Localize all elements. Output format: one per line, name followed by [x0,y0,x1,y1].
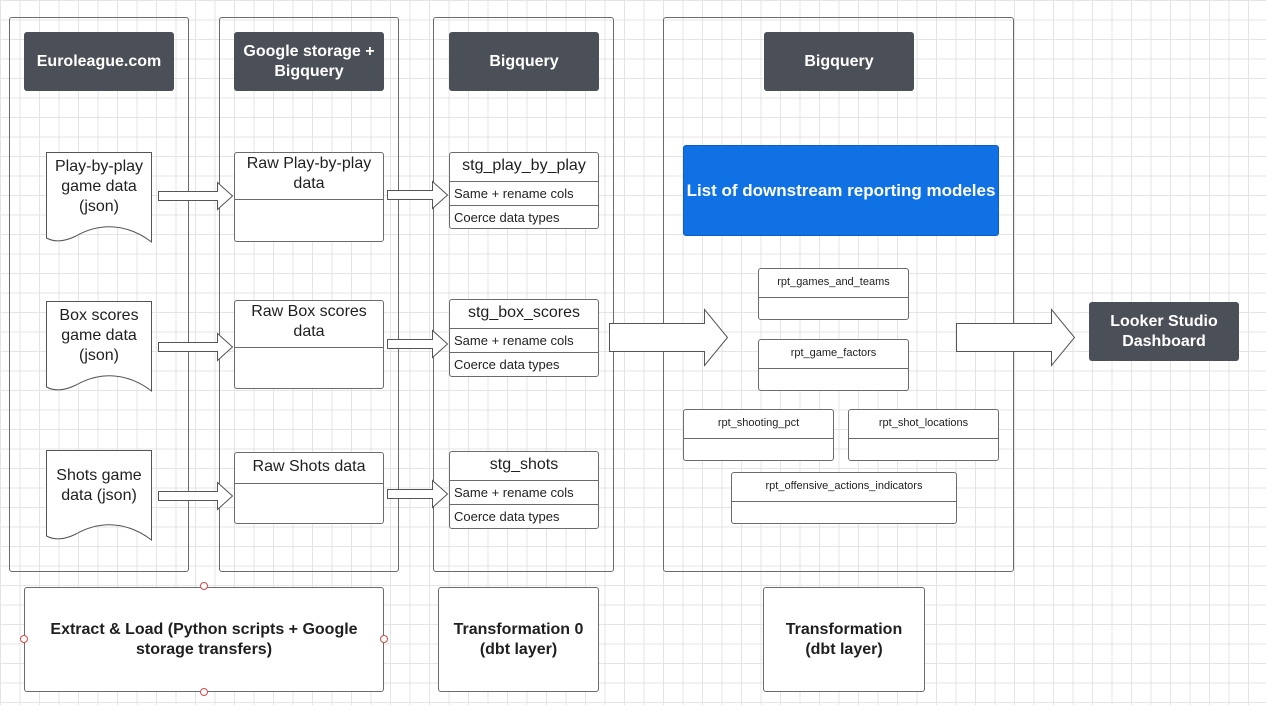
staging-model-play-by-play: stg_play_by_play Same + rename cols Coer… [449,152,599,229]
storage-header: Google storage + Bigquery [234,32,384,91]
arrow-doc-to-raw-2 [158,332,234,362]
raw-table-play-by-play: Raw Play-by-play data [234,152,384,242]
rpt-model-title: rpt_game_factors [759,340,908,369]
arrow-doc-to-raw-3 [158,481,234,511]
raw-table-title: Raw Play-by-play data [235,153,383,200]
resize-handle-left[interactable] [20,635,28,643]
source-header: Euroleague.com [24,32,174,91]
staging-model-row: Same + rename cols [454,333,574,348]
resize-handle-bottom[interactable] [200,688,208,696]
arrow-raw-to-stg-2 [387,329,449,359]
staging-model-title: stg_shots [450,452,598,481]
raw-table-title: Raw Box scores data [235,301,383,348]
reporting-banner: List of downstream reporting modeles [683,145,999,236]
rpt-model-title: rpt_shooting_pct [684,410,833,439]
staging-model-row: Coerce data types [450,352,598,375]
staging-header: Bigquery [449,32,599,91]
resize-handle-top[interactable] [200,582,208,590]
rpt-model-shot-locations: rpt_shot_locations [848,409,999,461]
staging-model-title: stg_box_scores [450,300,598,329]
staging-model-shots: stg_shots Same + rename cols Coerce data… [449,451,599,529]
document-label: Box scores game data (json) [59,307,139,364]
raw-table-shots: Raw Shots data [234,452,384,524]
footer-transformation-0: Transformation 0 (dbt layer) [438,587,599,692]
document-play-by-play: Play-by-play game data (json) [46,152,152,244]
arrow-reporting-to-dashboard [956,308,1076,367]
rpt-model-title: rpt_shot_locations [849,410,998,439]
dashboard-box: Looker Studio Dashboard [1089,302,1239,361]
arrow-doc-to-raw-1 [158,181,234,211]
rpt-model-offensive-actions-indicators: rpt_offensive_actions_indicators [731,472,957,524]
staging-model-box-scores: stg_box_scores Same + rename cols Coerce… [449,299,599,377]
document-box-scores: Box scores game data (json) [46,301,152,393]
rpt-model-shooting-pct: rpt_shooting_pct [683,409,834,461]
reporting-header: Bigquery [764,32,914,91]
arrow-raw-to-stg-1 [387,180,449,210]
staging-column [433,17,614,572]
raw-table-box-scores: Raw Box scores data [234,300,384,389]
document-shape [46,152,152,244]
staging-model-title: stg_play_by_play [450,153,598,182]
document-label: Play-by-play game data (json) [54,158,144,215]
resize-handle-right[interactable] [380,635,388,643]
staging-model-row: Same + rename cols [454,485,574,500]
document-label: Shots game data (json) [56,467,142,504]
footer-extract-load[interactable]: Extract & Load (Python scripts + Google … [24,587,384,692]
raw-table-title: Raw Shots data [235,453,383,484]
staging-model-row: Coerce data types [450,504,598,527]
footer-transformation: Transformation (dbt layer) [763,587,925,692]
storage-column [219,17,399,572]
document-shape [46,450,152,542]
rpt-model-title: rpt_offensive_actions_indicators [732,473,956,502]
staging-model-row: Same + rename cols [454,186,574,201]
source-column [9,17,189,572]
rpt-model-games-and-teams: rpt_games_and_teams [758,268,909,320]
rpt-model-title: rpt_games_and_teams [759,269,908,298]
reporting-column [663,17,1014,572]
rpt-model-game-factors: rpt_game_factors [758,339,909,391]
staging-model-row: Coerce data types [450,205,598,228]
document-shots: Shots game data (json) [46,450,152,542]
arrow-staging-to-reporting [609,308,729,367]
document-shape [46,301,152,393]
arrow-raw-to-stg-3 [387,479,449,509]
